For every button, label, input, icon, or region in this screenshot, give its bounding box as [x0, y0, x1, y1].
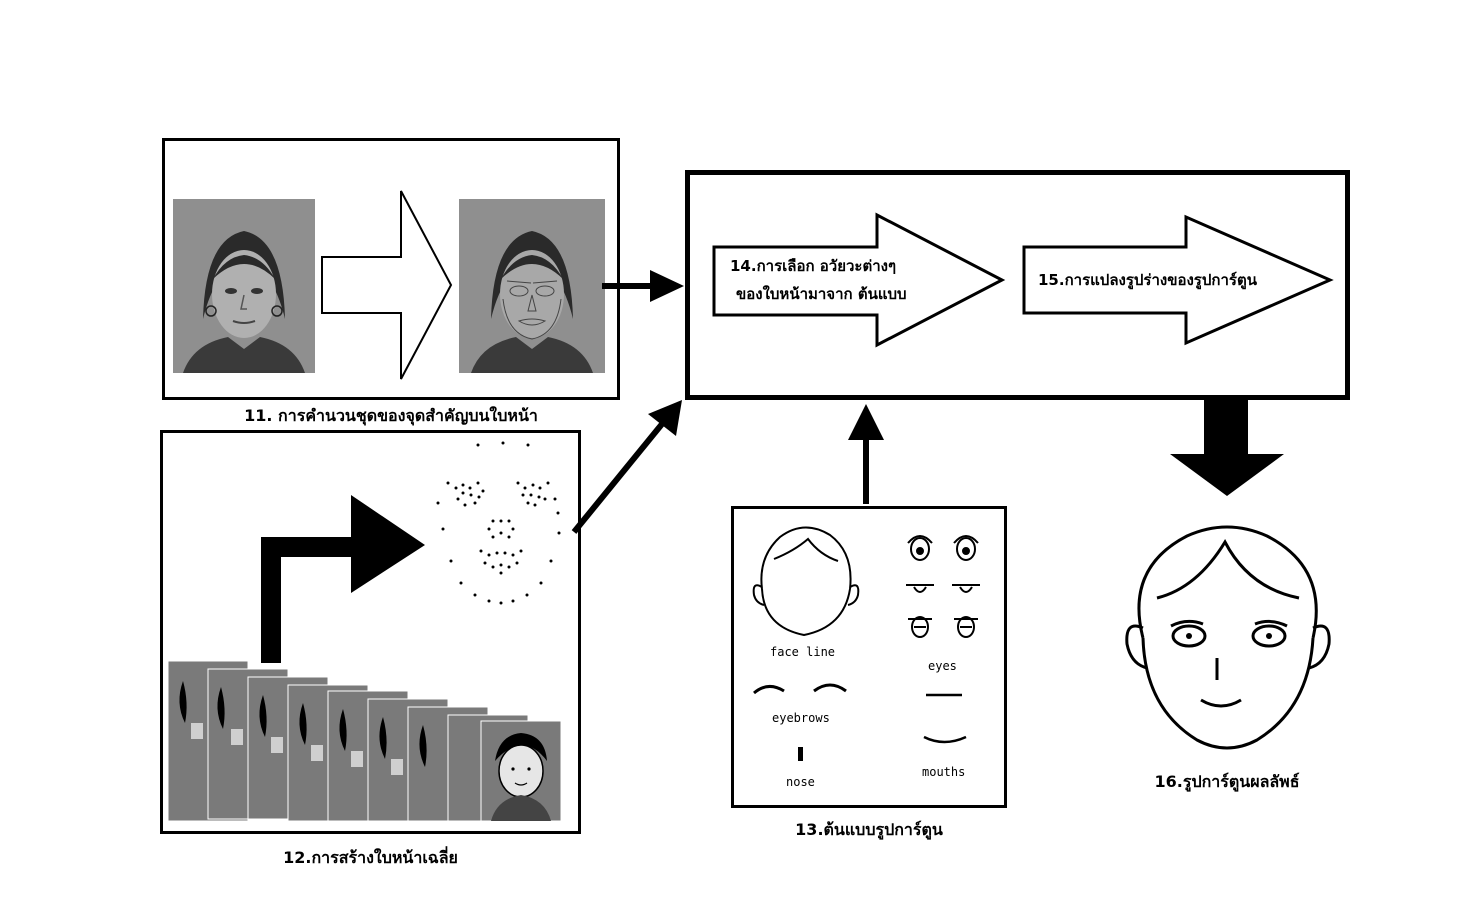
label-eyebrows: eyebrows	[772, 711, 830, 725]
step14-arrow-shape	[712, 212, 1006, 348]
step14-label-line1: 14.การเลือก อวัยวะต่างๆ	[730, 257, 897, 275]
face-photo-icon	[173, 199, 315, 373]
cartoon-face-template-icon	[752, 526, 980, 761]
arrow-14-to-16-icon	[1170, 400, 1284, 496]
average-face-stack-icon	[167, 660, 562, 822]
face-photo-original	[173, 199, 315, 373]
cartoon-result-face-icon	[1125, 525, 1331, 750]
step11-inner-arrow	[321, 190, 453, 380]
label-eyes: eyes	[928, 659, 957, 673]
feature-points-icon	[436, 441, 561, 605]
step15-arrow-shape	[1022, 214, 1334, 346]
process-box: 14.การเลือก อวัยวะต่างๆ ของใบหน้ามาจาก ต…	[685, 170, 1350, 400]
landmark-face-photo-icon	[459, 199, 605, 373]
step12-caption: 12.การสร้างใบหน้าเฉลี่ย	[283, 848, 458, 867]
step14-label-line2: ของใบหน้ามาจาก ต้นแบบ	[736, 285, 907, 303]
step13-box: face line eyes eyebrows nose mouths	[731, 506, 1007, 808]
step11-box	[162, 138, 620, 400]
step16-caption: 16.รูปการ์ตูนผลลัพธ์	[1154, 772, 1300, 791]
process-arrows	[712, 212, 1334, 348]
face-photo-landmarks	[459, 199, 605, 373]
label-mouths: mouths	[922, 765, 966, 779]
label-nose: nose	[786, 775, 815, 789]
label-face-line: face line	[770, 645, 836, 659]
step12-box	[160, 430, 581, 834]
step13-caption: 13.ต้นแบบรูปการ์ตูน	[795, 820, 943, 839]
elbow-arrow-icon	[261, 495, 425, 663]
average-face-diagram	[167, 441, 562, 822]
arrow-13-to-14-icon	[848, 404, 884, 504]
step15-label: 15.การแปลงรูปร่างของรูปการ์ตูน	[1038, 271, 1257, 289]
step11-caption: 11. การคำนวนชุดของจุดสำคัญบนใบหน้า	[244, 406, 538, 425]
